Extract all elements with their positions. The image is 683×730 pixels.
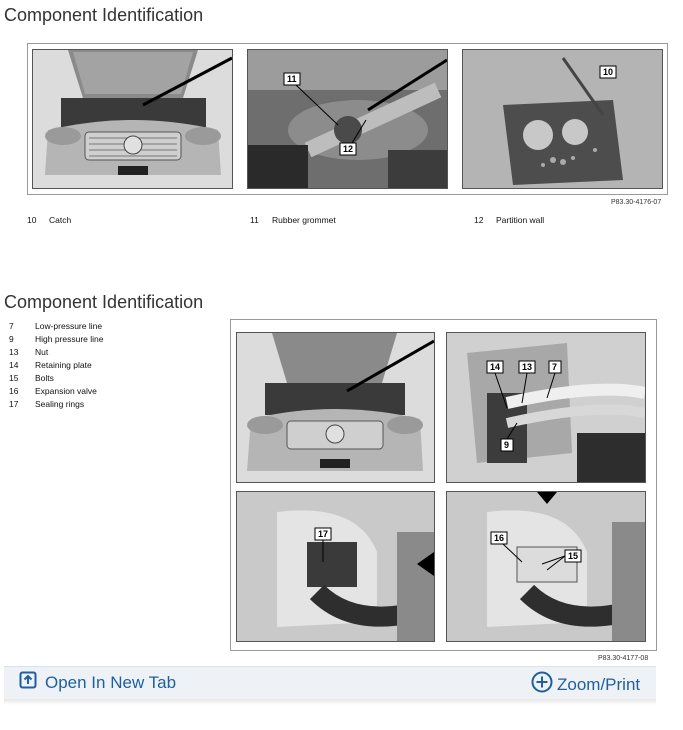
car-front-image [32, 49, 233, 189]
zoom-print-button[interactable]: Zoom/Print [531, 671, 640, 698]
valve-bolts-image: 16 15 [446, 491, 646, 642]
car-front-image-2 [236, 332, 435, 483]
callout-16: 16 [494, 533, 504, 543]
grommet-detail-image: 11 12 [247, 49, 448, 189]
open-in-new-tab-icon [19, 671, 37, 694]
zoom-print-label: Zoom/Print [557, 674, 641, 694]
callout-12: 12 [343, 144, 353, 154]
callout-15: 15 [568, 551, 578, 561]
partition-wall-image: 10 [462, 49, 663, 189]
open-in-new-tab-label: Open In New Tab [45, 672, 177, 692]
callout-11: 11 [287, 74, 297, 84]
callout-7: 7 [552, 362, 557, 372]
figure-1: 11 12 10 [27, 43, 668, 195]
zoom-plus-icon [531, 671, 553, 698]
callout-14: 14 [490, 362, 500, 372]
callout-9: 9 [504, 440, 509, 450]
figure-2: 14 13 7 9 17 [230, 319, 657, 662]
section1-title: Component Identification [4, 5, 204, 25]
action-bar-shadow [4, 699, 656, 705]
figure-2-code: P83.30-4177-08 [598, 655, 649, 662]
callout-13: 13 [522, 362, 532, 372]
open-in-new-tab-button[interactable]: Open In New Tab [19, 671, 176, 694]
callout-10: 10 [603, 67, 613, 77]
sealing-rings-image: 17 [236, 491, 435, 642]
callout-17: 17 [318, 529, 328, 539]
figure-1-code: P83.30-4176-07 [611, 199, 662, 206]
section2-title: Component Identification [4, 292, 204, 312]
action-bar: Open In New Tab Zoom/Print [4, 666, 656, 699]
expansion-valve-overview-image: 14 13 7 9 [446, 332, 646, 483]
